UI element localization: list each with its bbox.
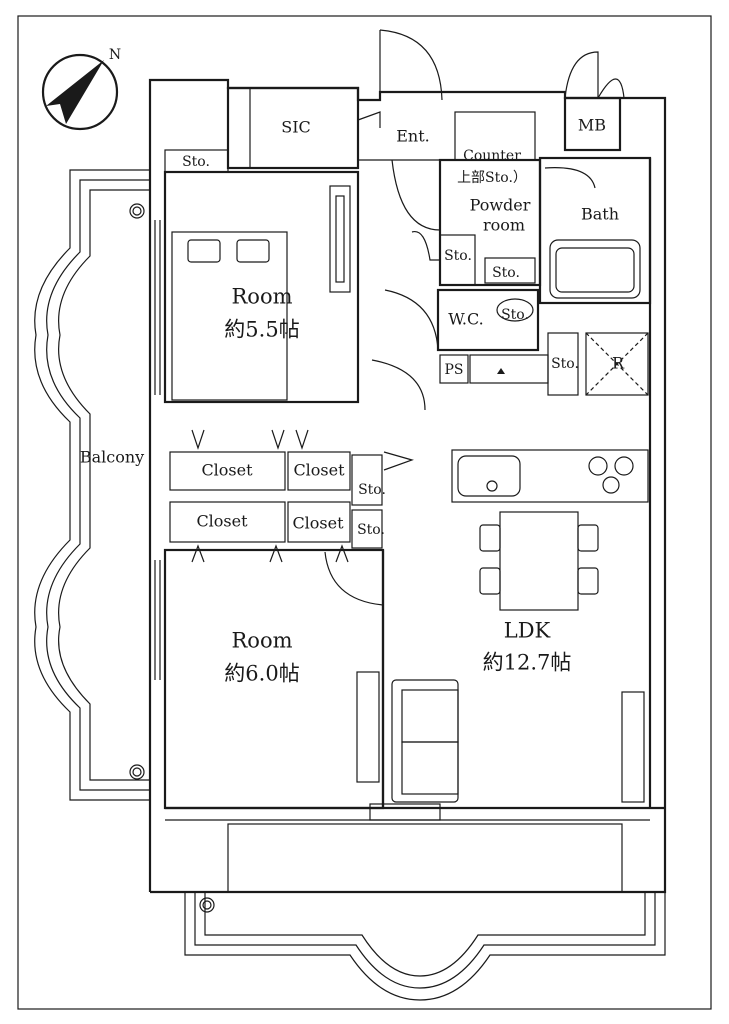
- closet-3-label: Closet: [196, 512, 248, 531]
- room-south-size: 約6.0帖: [224, 662, 299, 686]
- balcony-label: Balcony: [80, 448, 144, 467]
- ldk: LDK 約12.7帖: [391, 449, 649, 803]
- sto-north-label: Sto.: [182, 154, 210, 170]
- sto-closet-1-label: Sto.: [358, 482, 386, 498]
- sto-closet-2-label: Sto.: [357, 522, 385, 538]
- powder-label-1: Powder: [470, 196, 531, 215]
- balcony-south: [184, 892, 666, 1001]
- sto-hall-label: Sto.: [551, 356, 579, 372]
- sic-area: SIC Sto.: [164, 86, 381, 173]
- refrigerator-label: R: [612, 354, 625, 373]
- room-north-name: Room: [231, 285, 292, 309]
- closet-4-label: Closet: [292, 514, 344, 533]
- closet-block: Closet Closet Closet Closet Sto. Sto.: [169, 429, 414, 563]
- room-south-name: Room: [231, 629, 292, 653]
- room-south: Room 約6.0帖: [224, 551, 384, 783]
- mb-label: MB: [578, 116, 606, 135]
- counter-label-2: 上部Sto.）: [457, 170, 527, 186]
- sic-label: SIC: [281, 118, 311, 137]
- bathroom: Bath: [538, 156, 652, 305]
- closet-1-label: Closet: [201, 461, 253, 480]
- ldk-name: LDK: [504, 619, 551, 643]
- powder-room: Powder room Sto. Sto.: [411, 158, 542, 287]
- counter-label-1: Counter: [463, 148, 521, 164]
- sto-powder2-label: Sto.: [492, 265, 520, 281]
- room-north-size: 約5.5帖: [224, 318, 299, 342]
- powder-label-2: room: [483, 216, 525, 235]
- sto-powder-label: Sto.: [444, 248, 472, 264]
- bath-label: Bath: [581, 205, 619, 224]
- ps-label: PS: [444, 362, 463, 378]
- sto-wc-label: Sto.: [501, 307, 529, 323]
- hall-storage: PS Sto. R: [371, 332, 649, 411]
- room-north: Room 約5.5帖: [171, 185, 351, 401]
- balcony-west: Balcony: [34, 169, 150, 801]
- drawing-frame: [17, 15, 712, 1010]
- toilet: W.C. Sto.: [384, 288, 540, 352]
- entrance-label: Ent.: [396, 127, 430, 146]
- north-label: N: [109, 47, 121, 63]
- wc-label: W.C.: [448, 310, 484, 329]
- north-arrow-icon: N: [41, 47, 121, 131]
- ldk-size: 約12.7帖: [483, 651, 572, 675]
- mb-closet: MB: [563, 51, 625, 152]
- closet-2-label: Closet: [293, 461, 345, 480]
- counter-area: Counter 上部Sto.）: [454, 111, 536, 186]
